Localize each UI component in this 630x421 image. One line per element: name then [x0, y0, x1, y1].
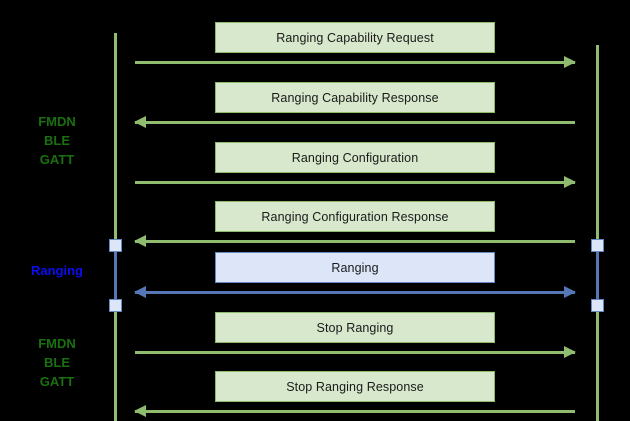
message-box-ranging-capability-response[interactable]: Ranging Capability Response	[215, 82, 495, 113]
arrow-ranging-configuration	[135, 176, 576, 188]
arrow-shaft	[135, 61, 575, 64]
arrow-stop-ranging-response	[134, 405, 575, 417]
message-box-ranging-configuration[interactable]: Ranging Configuration	[215, 142, 495, 173]
message-box-ranging-capability-request[interactable]: Ranging Capability Request	[215, 22, 495, 53]
arrowhead-left-icon	[134, 286, 146, 298]
message-box-ranging[interactable]: Ranging	[215, 252, 495, 283]
arrow-ranging-capability-request	[135, 56, 576, 68]
arrow-shaft	[135, 181, 575, 184]
arrowhead-right-icon	[564, 286, 576, 298]
message-box-ranging-configuration-response[interactable]: Ranging Configuration Response	[215, 201, 495, 232]
message-box-stop-ranging-response[interactable]: Stop Ranging Response	[215, 371, 495, 402]
arrowhead-left-icon	[134, 116, 146, 128]
arrow-ranging-configuration-response	[134, 235, 575, 247]
right-ranging-activation-start-node	[591, 239, 604, 252]
left-ranging-activation-end-node	[109, 299, 122, 312]
arrow-shaft	[135, 121, 575, 124]
arrow-shaft	[135, 410, 575, 413]
left-ranging-activation-start-node	[109, 239, 122, 252]
arrow-shaft	[135, 240, 575, 243]
arrowhead-left-icon	[134, 405, 146, 417]
arrow-shaft	[135, 291, 575, 294]
left-lifeline	[114, 33, 117, 421]
arrowhead-left-icon	[134, 235, 146, 247]
right-ranging-activation-end-node	[591, 299, 604, 312]
arrow-stop-ranging	[135, 346, 576, 358]
right-ranging-activation-bar	[596, 245, 599, 305]
arrowhead-right-icon	[564, 176, 576, 188]
arrow-shaft	[135, 351, 575, 354]
phase-label-fmdn-ble-gatt-bottom: FMDN BLE GATT	[38, 336, 76, 389]
message-box-stop-ranging[interactable]: Stop Ranging	[215, 312, 495, 343]
right-lifeline	[596, 45, 599, 421]
phase-label-ranging: Ranging	[31, 263, 83, 278]
arrowhead-right-icon	[564, 346, 576, 358]
arrowhead-right-icon	[564, 56, 576, 68]
left-ranging-activation-bar	[114, 245, 117, 305]
phase-label-fmdn-ble-gatt-top: FMDN BLE GATT	[38, 114, 76, 167]
arrow-ranging-bidirectional	[134, 286, 576, 298]
arrow-ranging-capability-response	[134, 116, 575, 128]
